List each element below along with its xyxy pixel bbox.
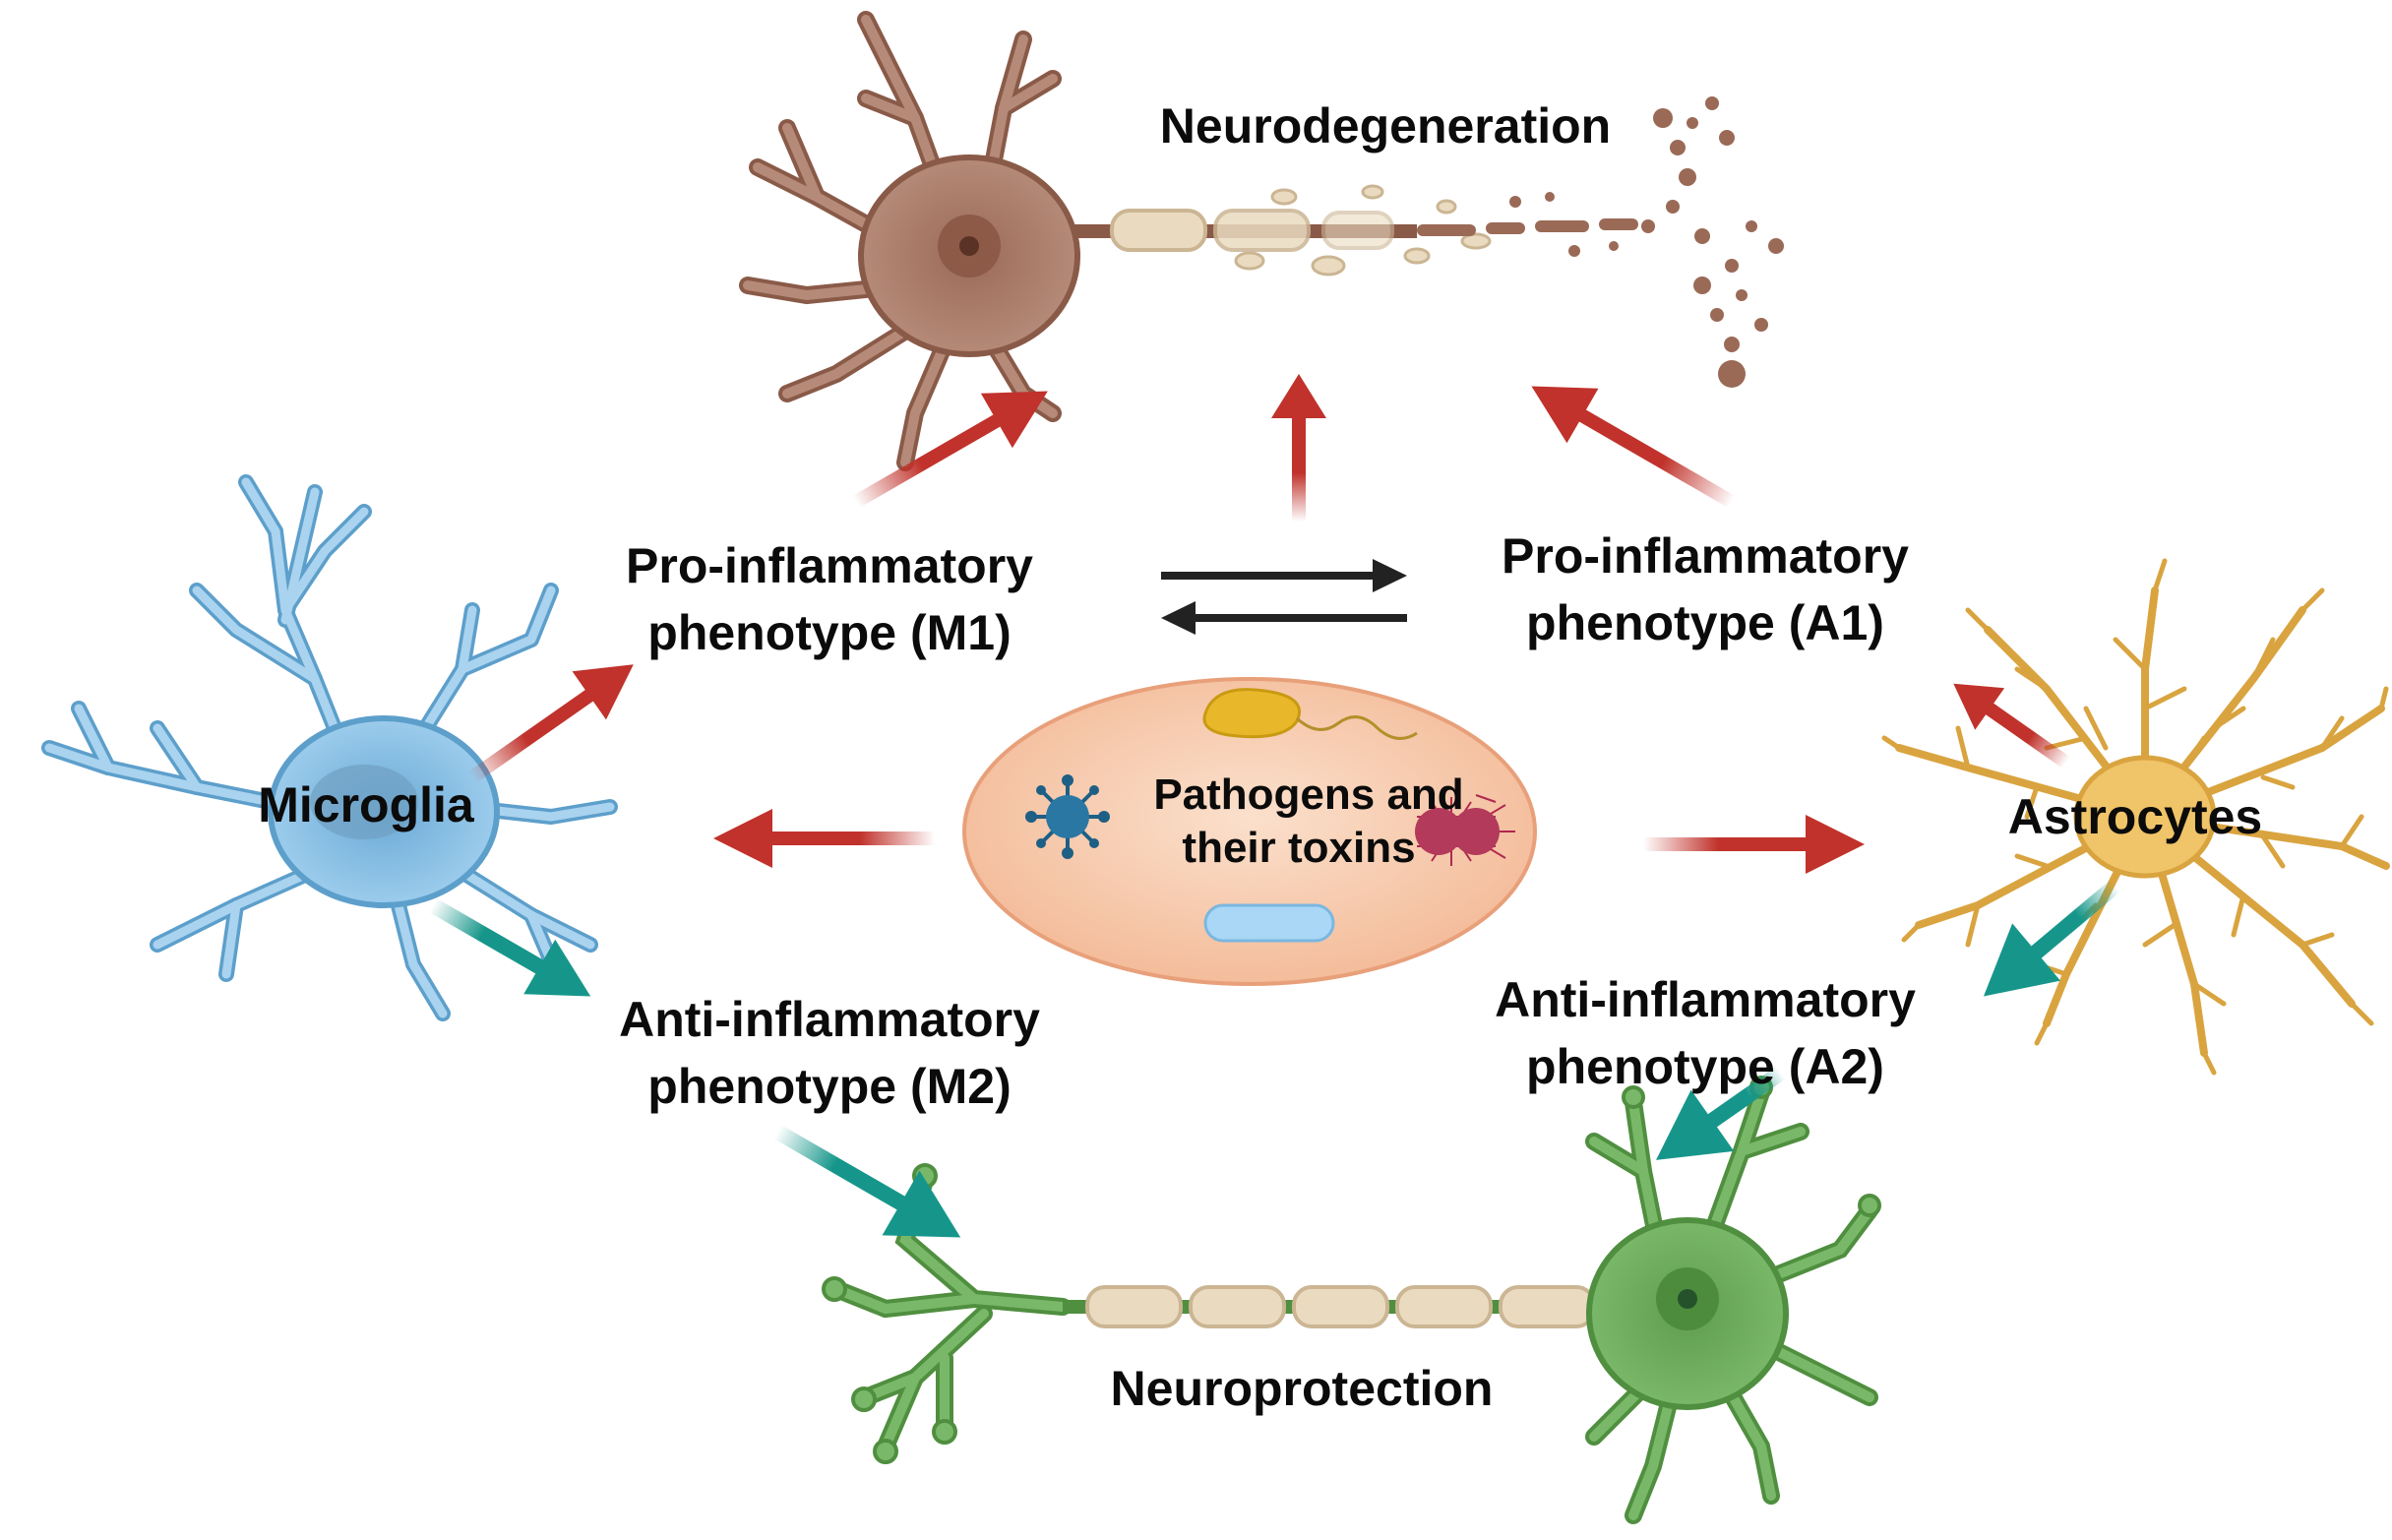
pathogen-oval: Pathogens and their toxins <box>962 677 1537 986</box>
diplococcus-icon <box>1415 794 1515 866</box>
astrocyte-cell-icon <box>1881 558 2390 1076</box>
arrow-astrocytes-to-a1 <box>1953 683 2071 769</box>
arrow-microglia-to-m2 <box>429 898 591 997</box>
arrow-a2-to-neuroprotection <box>1656 1066 1786 1160</box>
microglia-cell-icon <box>41 474 618 1021</box>
m2-label-line2: phenotype (M2) <box>647 1059 1011 1114</box>
arrow-microglia-to-m1 <box>467 664 634 783</box>
astrocytes-label: Astrocytes <box>2008 789 2262 844</box>
m1-label-line1: Pro-inflammatory <box>626 538 1033 593</box>
arrow-m2-to-neuroprotection <box>773 1125 961 1238</box>
healthy-neuron-icon <box>822 1076 1881 1524</box>
microglia-label: Microglia <box>258 777 475 832</box>
a2-label-line2: phenotype (A2) <box>1526 1039 1884 1094</box>
virus-icon <box>1025 774 1110 859</box>
a1-label-line1: Pro-inflammatory <box>1502 528 1909 584</box>
arrow-a1-to-neurodegeneration <box>1531 386 1736 509</box>
arrow-pathogens-to-astrocytes <box>1643 815 1865 874</box>
pathogens-label-line1: Pathogens and <box>1153 770 1463 819</box>
bacillus-icon <box>1202 688 1418 740</box>
arrow-pathogens-to-microglia <box>713 809 935 868</box>
arrow-pathogens-to-neurodegeneration <box>1271 374 1326 522</box>
equilibrium-arrows <box>1161 559 1407 635</box>
m1-label-line2: phenotype (M1) <box>647 605 1011 660</box>
arrow-m1-to-neurodegeneration <box>852 391 1048 509</box>
a2-label-line1: Anti-inflammatory <box>1495 972 1916 1027</box>
arrow-astrocytes-to-a2 <box>1983 879 2121 997</box>
a1-label-line2: phenotype (A1) <box>1526 595 1884 650</box>
degenerating-neuron-icon <box>739 11 1784 471</box>
neuroprotection-label: Neuroprotection <box>1111 1361 1494 1416</box>
pathogens-label-line2: their toxins <box>1182 824 1415 872</box>
capsule-bacterium-icon <box>1203 903 1335 943</box>
m2-label-line1: Anti-inflammatory <box>619 992 1040 1047</box>
neurodegeneration-label: Neurodegeneration <box>1160 98 1611 154</box>
